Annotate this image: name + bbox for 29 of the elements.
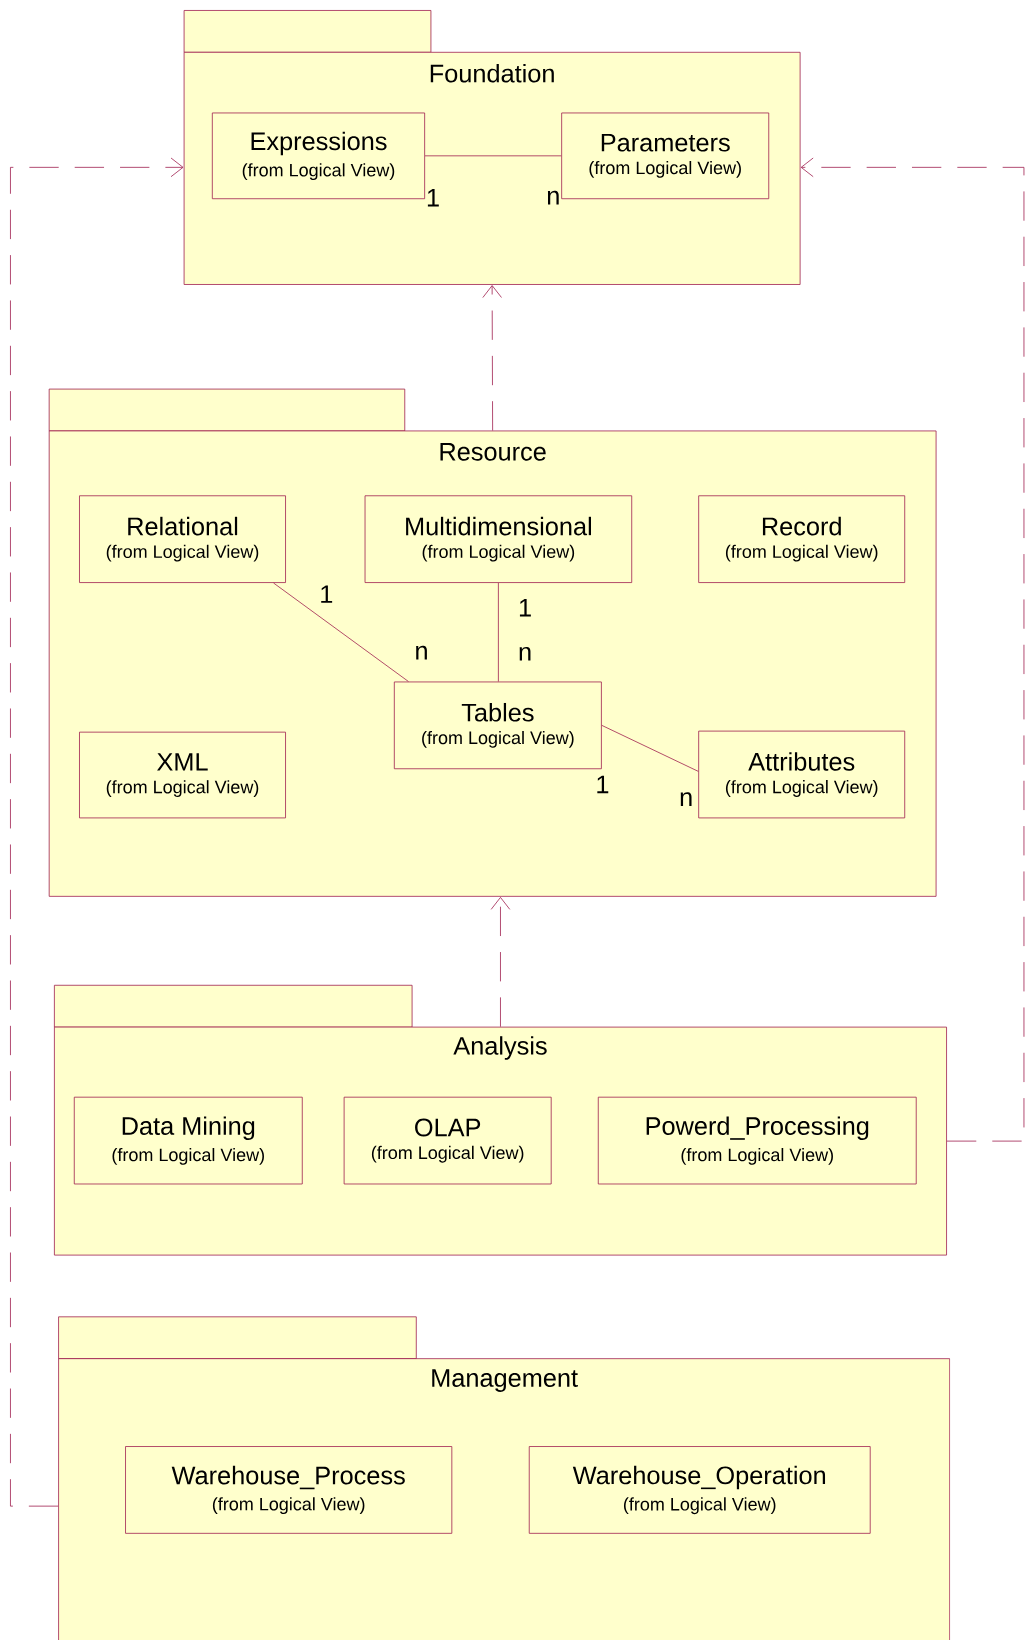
multiplicity: n — [547, 190, 559, 205]
association-line — [273, 582, 409, 682]
dependency-arrow — [800, 157, 1025, 1142]
dependency-arrow — [490, 897, 511, 1028]
class-box: Warehouse_Process (from Logical View) — [125, 1446, 453, 1534]
multiplicity: n — [519, 646, 531, 661]
class-box: Attributes (from Logical View) — [698, 730, 906, 819]
class-box: Data Mining (from Logical View) — [73, 1096, 303, 1185]
class-box: Warehouse_Operation (from Logical View) — [528, 1446, 871, 1534]
multiplicity: 1 — [519, 599, 531, 617]
class-box: XML (from Logical View) — [79, 731, 286, 819]
multiplicity: 1 — [427, 188, 439, 207]
association-line — [497, 582, 499, 682]
class-box: Expressions (from Logical View) — [211, 112, 425, 200]
multiplicity: n — [680, 792, 692, 806]
class-box: OLAP (from Logical View) — [343, 1096, 552, 1185]
class-box: Parameters (from Logical View) — [561, 112, 770, 200]
multiplicity: n — [416, 645, 427, 660]
class-box: Tables (from Logical View) — [393, 681, 602, 770]
class-box: Powerd_Processing (from Logical View) — [597, 1096, 917, 1185]
dependency-arrow — [10, 157, 184, 1507]
association-line — [424, 155, 562, 157]
class-box: Multidimensional (from Logical View) — [364, 495, 633, 583]
multiplicity: 1 — [597, 775, 609, 794]
class-box: Record (from Logical View) — [698, 495, 906, 583]
dependency-arrow — [482, 285, 502, 431]
multiplicity: 1 — [321, 585, 333, 603]
association-line — [601, 724, 699, 772]
class-box: Relational (from Logical View) — [79, 495, 286, 583]
